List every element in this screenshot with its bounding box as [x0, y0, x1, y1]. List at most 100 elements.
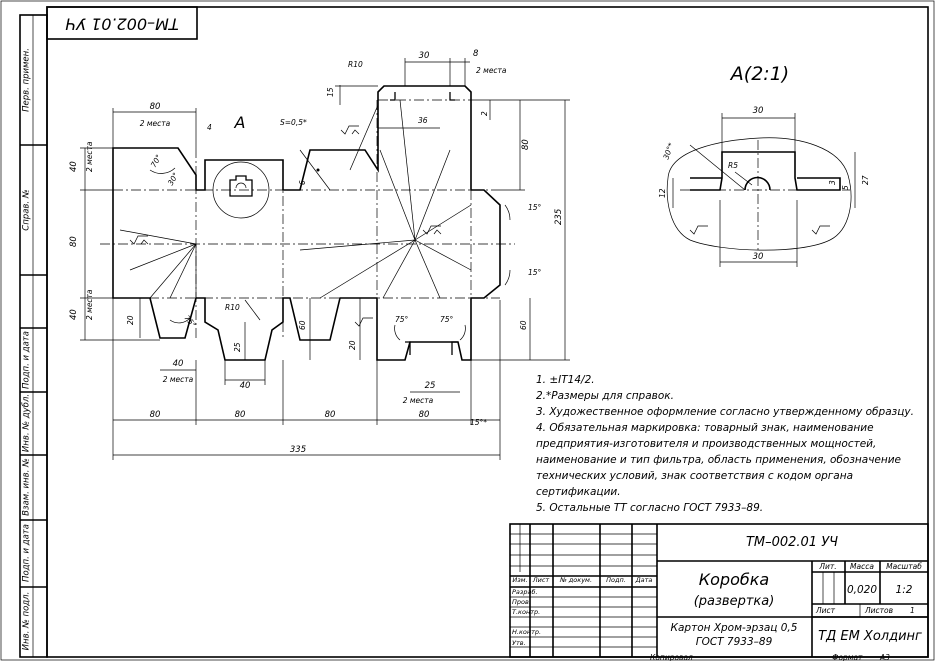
top-stamp: ТМ–002.01 УЧ — [46, 6, 198, 40]
row-nkontr: Н.контр. — [512, 628, 541, 636]
note-4-line5: сертификации. — [536, 486, 621, 498]
dim-40-bottom-b: 40 — [240, 381, 251, 391]
dim-8-top: 8 — [473, 49, 479, 59]
sheets-value: 1 — [910, 606, 915, 615]
detail-finish-left — [689, 225, 708, 235]
dim-30-top: 30 — [419, 51, 430, 61]
box-development: 80 2 места 4 A S=0,5* 30 8 2 места R10 1… — [69, 49, 570, 460]
format-value: А3 — [879, 653, 890, 661]
technical-notes: 1. ±IT14/2. 2.*Размеры для справок. 3. Х… — [536, 374, 914, 514]
top-stamp-text: ТМ–002.01 УЧ — [65, 15, 178, 34]
side-label-perv-primen: Перв. примен. — [22, 48, 32, 112]
side-label-podp-data-1: Подп. и дата — [22, 331, 32, 389]
dim-25-left: 25 — [233, 342, 242, 352]
dim-thickness: S=0,5* — [280, 118, 307, 127]
side-label-vzam-inv: Взам. инв. № — [22, 458, 32, 516]
finish-mark-top — [340, 125, 360, 135]
drawing-subtitle: (развертка) — [694, 594, 775, 609]
dim-60-a: 60 — [298, 320, 307, 330]
drawing-title: Коробка — [699, 570, 769, 589]
detail-dim-bottom: 30 — [753, 252, 764, 262]
detail-angle: 30°* — [661, 141, 675, 160]
dim-80-left: 80 — [69, 236, 79, 247]
note-1: 1. ±IT14/2. — [536, 374, 595, 386]
designation: ТМ–002.01 УЧ — [746, 535, 838, 550]
finish-mark-left — [129, 235, 149, 245]
dim-15deg-b: 15° — [528, 268, 542, 277]
note-4-line3: наименование и тип фильтра, область прим… — [536, 454, 901, 466]
side-label-inv-podl: Инв. № подл. — [22, 592, 32, 651]
dim-75deg-b: 75° — [440, 315, 454, 324]
dim-2-places-bottom-b: 2 места — [403, 396, 434, 405]
dim-40-left-bottom: 40 — [69, 309, 79, 320]
note-3: 3. Художественное оформление согласно ут… — [536, 406, 914, 418]
hdr-list: Лист — [532, 576, 550, 584]
dim-20-mid: 20 — [348, 340, 357, 350]
row-razrab: Разраб. — [512, 588, 538, 596]
dim-2: 2 — [480, 111, 489, 116]
dim-36: 36 — [418, 116, 428, 125]
material-line1: Картон Хром-эрзац 0,5 — [671, 622, 798, 634]
view-a-circle — [212, 161, 270, 219]
dim-r10-bottom: R10 — [225, 303, 240, 312]
finish-mark-center — [422, 225, 442, 235]
detail-dim-27: 27 — [861, 175, 870, 185]
side-label-inv-dubl: Инв. № дубл. — [22, 394, 32, 452]
col-scale: Масштаб — [886, 562, 922, 571]
detail-dim-12: 12 — [658, 188, 667, 198]
detail-view: А(2:1) 30 30 R5 30°* 12 27 5 3 — [658, 63, 870, 267]
dim-6: 6 — [298, 180, 307, 185]
company: ТД ЕМ Холдинг — [818, 629, 922, 644]
note-4-line2: предприятия-изготовителя и производствен… — [536, 438, 876, 450]
detail-dim-top: 30 — [753, 106, 764, 116]
dim-80-top: 80 — [150, 102, 161, 112]
col-mass: Масса — [850, 562, 874, 571]
dim-2-places-bottom-a: 2 места — [163, 375, 194, 384]
note-2: 2.*Размеры для справок. — [536, 390, 674, 402]
detail-dim-3: 3 — [828, 180, 837, 185]
title-block: Изм. Лист № докум. Подп. Дата Разраб. Пр… — [509, 523, 929, 658]
note-5: 5. Остальные ТТ согласно ГОСТ 7933–89. — [536, 502, 763, 514]
dim-25-right: 25 — [425, 381, 436, 391]
detail-finish-right — [811, 225, 830, 235]
top-flap-neck — [390, 92, 455, 101]
dim-80-d: 80 — [419, 410, 430, 420]
dim-80-c: 80 — [325, 410, 336, 420]
note-4: 4. Обязательная маркировка: товарный зна… — [536, 422, 874, 434]
dim-2-places-left-bottom: 2 места — [85, 289, 94, 320]
hdr-sign: Подп. — [606, 576, 626, 584]
dim-80-b: 80 — [235, 410, 246, 420]
drawing-frame — [46, 6, 929, 658]
detail-title: А(2:1) — [729, 63, 789, 85]
bottom-slots — [405, 341, 458, 355]
dim-235: 235 — [554, 209, 564, 225]
dim-75deg-a: 75° — [395, 315, 409, 324]
dim-15: 15 — [326, 87, 335, 97]
lock-slot — [229, 175, 253, 197]
sheet-label: Лист — [815, 606, 836, 615]
format-label: Формат — [832, 653, 863, 661]
detail-radius: R5 — [728, 161, 738, 170]
sheets-label: Листов — [864, 606, 893, 615]
dim-2-places-top: 2 места — [476, 66, 507, 75]
dim-80-a: 80 — [150, 410, 161, 420]
dim-2-places: 2 места — [140, 119, 171, 128]
copied-label: Копировал — [650, 653, 693, 661]
row-tkontr: Т.контр. — [512, 608, 540, 616]
row-prov: Пров. — [512, 598, 531, 606]
dim-70deg: 70° — [149, 153, 164, 169]
row-utv: Утв. — [512, 639, 526, 647]
material-line2: ГОСТ 7933–89 — [696, 636, 773, 648]
detail-break-outline — [666, 137, 852, 251]
side-label-sprav: Справ. № — [22, 189, 32, 231]
detail-slot-profile — [690, 151, 841, 191]
marking-rays — [119, 99, 472, 321]
dim-30deg: 30° — [166, 171, 181, 187]
hdr-izm: Изм. — [512, 576, 527, 584]
dim-r10-top: R10 — [348, 60, 363, 69]
dim-335: 335 — [290, 445, 306, 455]
dim-4: 4 — [207, 123, 212, 132]
note-4-line4: технических условий, знак соответствия с… — [536, 470, 853, 482]
